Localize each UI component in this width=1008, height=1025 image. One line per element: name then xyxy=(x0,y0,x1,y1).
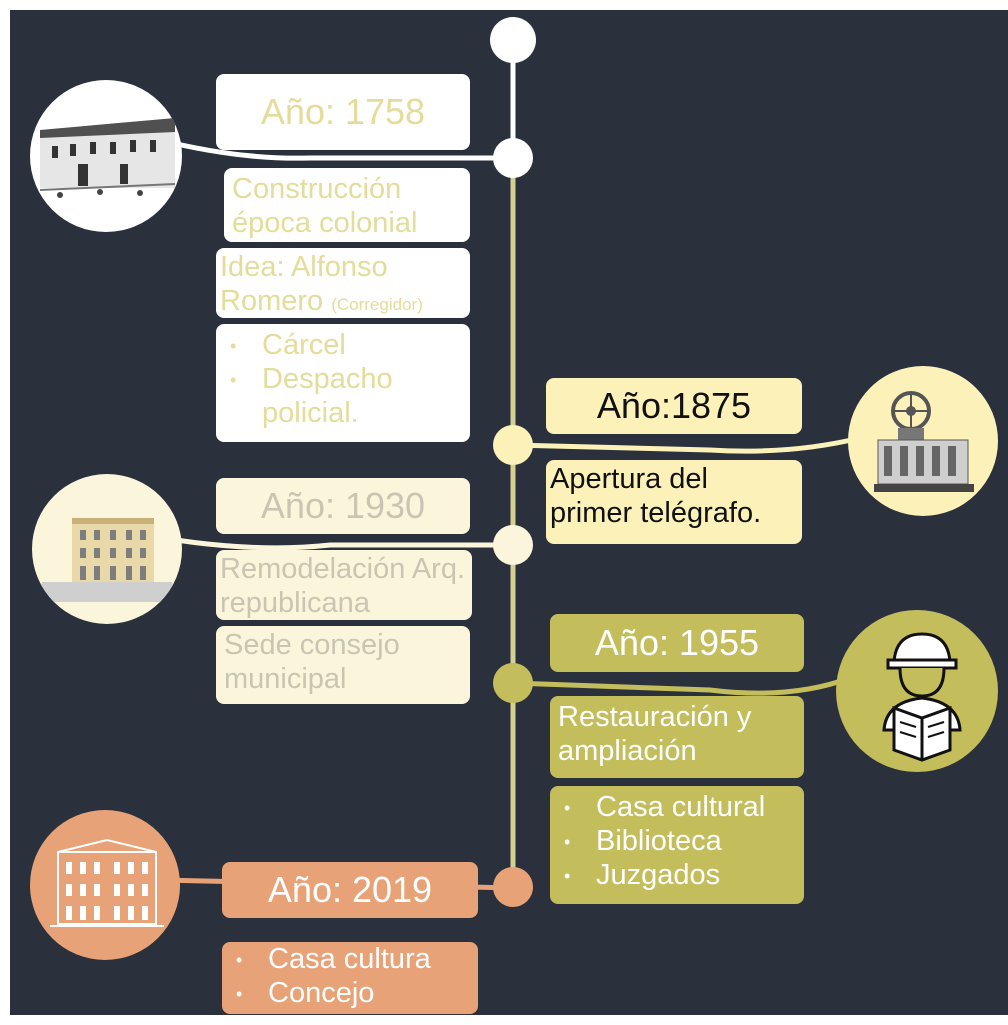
event-bullets-1758: Cárcel Despacho policial. xyxy=(216,324,470,442)
node-1875 xyxy=(493,425,533,465)
event-bullets-2019: Casa cultura Concejo xyxy=(222,942,478,1014)
timeline-start-node xyxy=(490,17,536,63)
event-title-1758: Construcción época colonial xyxy=(224,168,470,242)
node-2019 xyxy=(493,867,533,907)
colonial-building-photo-icon xyxy=(30,80,182,232)
year-label-1955: Año: 1955 xyxy=(550,614,804,672)
node-1955 xyxy=(493,663,533,703)
event-bullets-1955: Casa cultural Biblioteca Juzgados xyxy=(550,786,804,904)
event-note-1758: Idea: Alfonso Romero (Corregidor) xyxy=(216,248,470,318)
bullet-item: Despacho policial. xyxy=(224,362,462,430)
timeline-connectors xyxy=(119,17,861,907)
event-note-1930: Sede consejo municipal xyxy=(216,626,470,704)
year-label-1758: Año: 1758 xyxy=(216,74,470,150)
connector-1955 xyxy=(512,675,851,696)
bullet-item: Biblioteca xyxy=(558,824,796,858)
event-title-1875: Apertura del primer telégrafo. xyxy=(546,460,802,544)
bullet-item: Casa cultural xyxy=(558,790,796,824)
bullet-item: Concejo xyxy=(230,976,470,1010)
bullet-item: Casa cultura xyxy=(230,942,470,976)
note-role-1758: (Corregidor) xyxy=(331,295,423,315)
year-label-2019: Año: 2019 xyxy=(222,862,478,918)
republican-building-icon xyxy=(32,474,182,624)
timeline-diagram: Año: 1758 Construcción época colonial Id… xyxy=(10,10,1008,1015)
event-title-1955: Restauración y ampliación xyxy=(550,696,804,778)
year-label-1930: Año: 1930 xyxy=(216,478,470,534)
modern-building-icon xyxy=(30,810,180,960)
worker-reading-icon xyxy=(836,610,998,772)
bullet-item: Juzgados xyxy=(558,858,796,892)
bullet-item: Cárcel xyxy=(224,328,462,362)
node-1758 xyxy=(493,138,533,178)
event-title-1930: Remodelación Arq. republicana xyxy=(216,550,472,620)
node-1930 xyxy=(493,525,533,565)
note-text-1758: Idea: Alfonso xyxy=(220,251,388,283)
note-name-1758: Romero xyxy=(220,285,324,318)
telegraph-machine-icon xyxy=(848,366,998,516)
connector-1875 xyxy=(512,435,861,454)
year-label-1875: Año:1875 xyxy=(546,378,802,434)
